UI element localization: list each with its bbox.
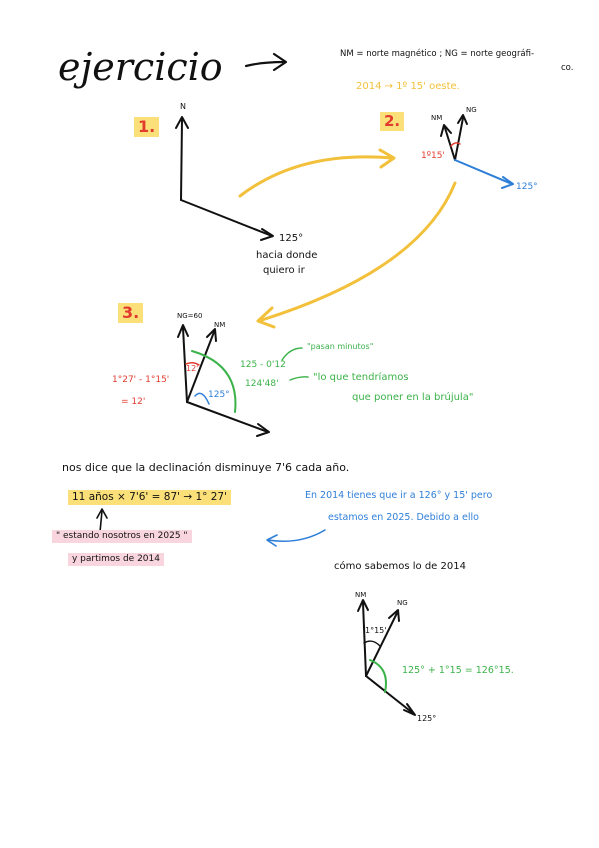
step-4-ng-label: NG — [397, 599, 408, 607]
step-2-declination: 1º15' — [421, 151, 445, 161]
step-1-number: 1. — [134, 117, 160, 137]
step-1-north-label: N — [180, 102, 186, 111]
step-3-angle: 125° — [208, 390, 230, 400]
legend-definition: NM = norte magnético ; NG = norte geográ… — [340, 49, 535, 59]
blue-explanation-1: En 2014 tienes que ir a 126° y 15' pero — [305, 490, 493, 501]
diagram-4-vectors — [357, 599, 416, 716]
years-calculation: 11 años × 7'6' = 87' → 1° 27' — [68, 490, 231, 505]
step-1-caption-2: quiero ir — [263, 265, 305, 276]
step-3-calc-1: 1°27' - 1°15' — [112, 375, 170, 385]
step3-brackets — [281, 347, 309, 381]
step-3-note-minutes: "pasan minutos" — [307, 342, 374, 351]
step-2-ng-label: NG — [466, 106, 477, 114]
year-note: 2014 → 1º 15' oeste. — [356, 81, 460, 92]
step-3-nm-label: NM — [214, 321, 226, 329]
pink-note-1: " estando nosotros en 2025 " — [52, 530, 192, 543]
step-4-angle: 125° — [417, 714, 437, 723]
transition-arrow-1-to-2 — [238, 148, 396, 198]
step-3-subtraction: 125 - 0'12 — [240, 360, 286, 370]
step-3-note-2: que poner en la brújula" — [352, 392, 474, 403]
step-4-declination: 1°15' — [365, 626, 387, 635]
step-1-angle: 125° — [279, 233, 304, 244]
step-3-small-angle: 12' — [186, 364, 199, 373]
step-2-nm-label: NM — [431, 114, 443, 122]
step-3-result: 124'48' — [245, 379, 279, 389]
step-2-number: 2. — [380, 112, 405, 131]
pink-note-2: y partimos de 2014 — [68, 553, 164, 566]
legend-definition-cont: co. — [561, 63, 574, 73]
declination-statement: nos dice que la declinación disminuye 7'… — [62, 461, 350, 474]
step-2-angle: 125° — [516, 182, 538, 192]
step-3-note-1: "lo que tendríamos — [313, 372, 409, 383]
years-calc-up-arrow — [96, 508, 108, 533]
how-we-know: cómo sabemos lo de 2014 — [334, 561, 466, 572]
page-title: ejercicio — [58, 45, 223, 89]
blue-explanation-2: estamos en 2025. Debido a ello — [328, 512, 479, 523]
diagram-1-vectors — [175, 116, 274, 241]
title-arrow — [244, 52, 288, 72]
transition-arrow-2-to-3 — [256, 181, 457, 329]
step-1-caption-1: hacia donde — [256, 250, 318, 261]
step-3-ng-label: NG=60 — [177, 312, 203, 320]
diagram-2-vectors — [440, 114, 514, 189]
diagram-3-vectors — [177, 324, 270, 437]
step-4-sum: 125° + 1°15 = 126°15. — [402, 665, 514, 676]
step-3-calc-2: = 12' — [121, 397, 146, 407]
blue-left-arrow — [266, 529, 326, 547]
step-3-number: 3. — [118, 303, 144, 323]
step-4-nm-label: NM — [355, 591, 367, 599]
